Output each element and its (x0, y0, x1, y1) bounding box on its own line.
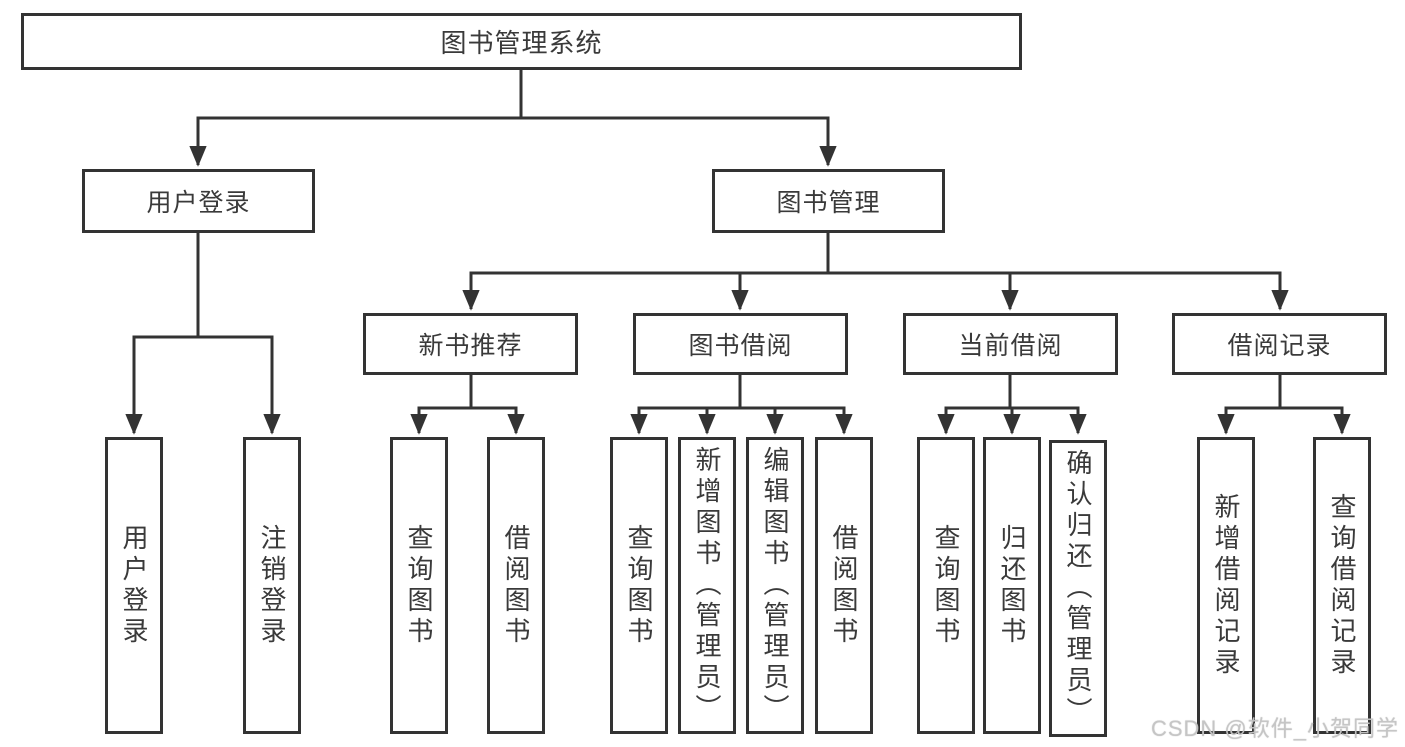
leaf-query-book-borrow: 查询图书 (610, 437, 668, 734)
node-current-borrow: 当前借阅 (903, 313, 1118, 375)
leaf-borrow-book-rec: 借阅图书 (487, 437, 545, 734)
leaf-logout: 注销登录 (243, 437, 301, 734)
leaf-return-book: 归还图书 (983, 437, 1041, 734)
node-root-system: 图书管理系统 (21, 13, 1022, 70)
leaf-query-book-current: 查询图书 (917, 437, 975, 734)
leaf-query-book-rec: 查询图书 (390, 437, 448, 734)
leaf-confirm-return-admin: 确认归还（管理员） (1049, 440, 1107, 737)
node-user-login: 用户登录 (82, 169, 315, 233)
leaf-query-borrow-record: 查询借阅记录 (1313, 437, 1371, 734)
node-new-book-recommend: 新书推荐 (363, 313, 578, 375)
csdn-watermark: CSDN @软件_小贺同学 (1150, 716, 1399, 741)
leaf-user-login: 用户登录 (105, 437, 163, 734)
node-book-management: 图书管理 (712, 169, 945, 233)
leaf-add-borrow-record: 新增借阅记录 (1197, 437, 1255, 734)
leaf-edit-book-admin: 编辑图书（管理员） (746, 437, 804, 734)
node-borrow-records: 借阅记录 (1172, 313, 1387, 375)
leaf-add-book-admin: 新增图书（管理员） (678, 437, 736, 734)
node-book-borrow: 图书借阅 (633, 313, 848, 375)
leaf-borrow-book-borrow: 借阅图书 (815, 437, 873, 734)
